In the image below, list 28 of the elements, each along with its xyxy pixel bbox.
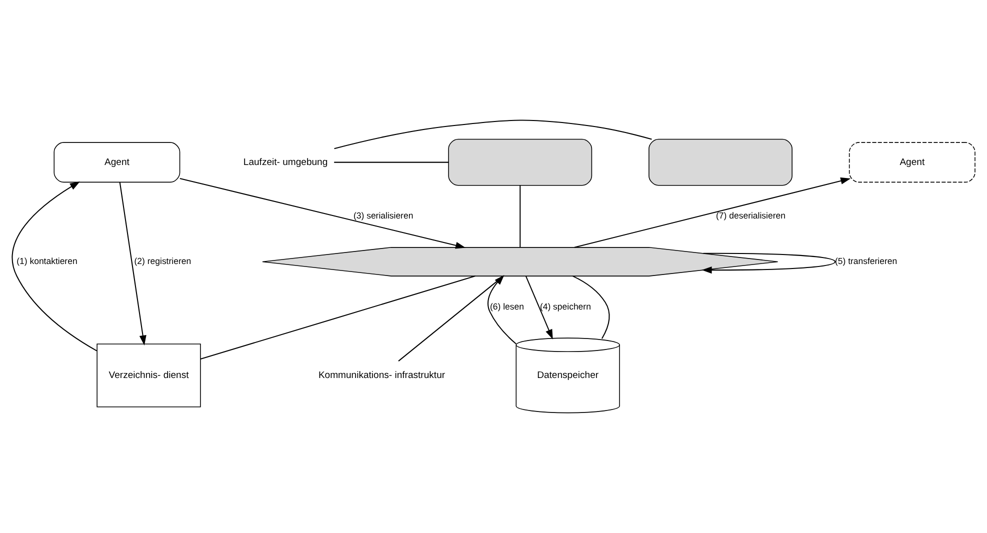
arrow [488,274,516,344]
connector [334,162,449,163]
node-text: Kommunikations- infrastruktur [318,370,446,381]
node-box [448,138,592,186]
connector [520,186,521,248]
edge-label: (5) transferieren [834,256,898,266]
arrow [574,177,851,248]
edge-label: (6) lesen [490,301,524,312]
node-bar [262,247,778,276]
edge-label: (7) deserialisieren [716,210,786,221]
arrow [119,182,146,346]
arrow [525,276,553,340]
edge-label: (1) kontaktieren [16,256,78,266]
arrow [180,178,466,249]
edge-label: (4) speichern [540,301,591,312]
node-box [648,138,792,186]
node-box: Agent [848,142,976,183]
connector [572,276,610,339]
node-box: Verzeichnis- dienst [96,344,201,408]
arrow [702,252,836,274]
arrow [12,181,97,352]
edge-label: (3) serialisieren [353,210,414,221]
node-text: Laufzeit- umgebung [243,156,328,168]
connector [334,120,652,150]
connector [398,276,504,362]
connector [200,276,476,360]
edge-label: (2) registrieren [134,256,192,266]
node-box: Agent [54,142,180,183]
